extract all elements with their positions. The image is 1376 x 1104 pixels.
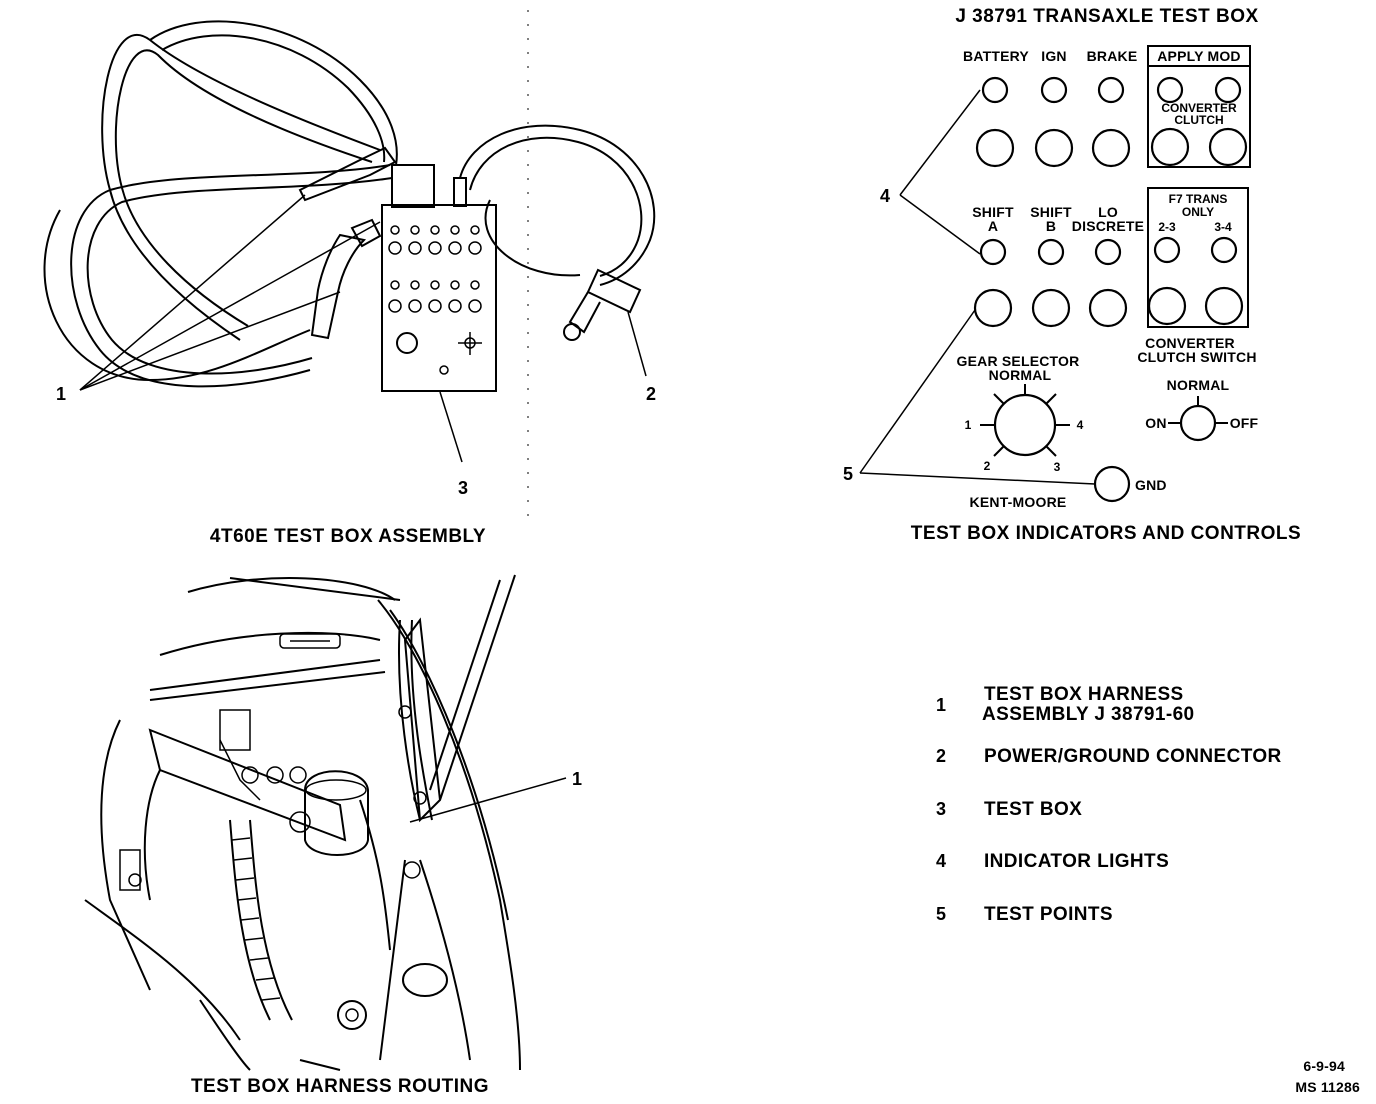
gear-position-1: 1 [965,418,972,432]
legend-num-1: 1 [936,695,946,715]
label-only: ONLY [1182,205,1214,219]
legend: 1 TEST BOX HARNESS ASSEMBLY J 38791-60 2… [936,684,1282,925]
label-apply-mod: APPLY MOD [1157,48,1241,64]
label-gnd: GND [1135,477,1167,493]
apply-mod-group-box [1147,45,1251,168]
indicator-ign [1040,76,1068,104]
legend-text-3: TEST BOX [984,799,1082,820]
indicator-lo-discrete [1094,238,1122,266]
legend-num-4: 4 [936,851,946,871]
indicator-mod [1214,76,1242,104]
converter-clutch-switch[interactable] [1168,396,1228,442]
assembly-callout-2: 2 [646,384,656,404]
label-brake: BRAKE [1087,48,1138,64]
indicator-apply [1156,76,1184,104]
label-shift-a-2: A [988,218,998,234]
indicator-shift-a [979,238,1007,266]
indicator-shift-b [1037,238,1065,266]
assembly-callout-1: 1 [56,384,66,404]
legend-text-4: INDICATOR LIGHTS [984,851,1169,872]
callout-leaders [859,89,1096,485]
label-shift-a-1: SHIFT [972,204,1014,220]
legend-num-5: 5 [936,904,946,924]
gear-position-4: 4 [1077,418,1084,432]
panel-callout-4: 4 [880,186,890,206]
test-point-lo-discrete [1088,288,1128,328]
f7-trans-group-box [1147,187,1249,328]
assembly-callout-3: 3 [458,478,468,498]
legend-text-1b: ASSEMBLY J 38791-60 [982,704,1195,725]
legend-text-5: TEST POINTS [984,904,1113,925]
test-point-2-3 [1147,286,1187,326]
gear-selector-knob[interactable] [980,384,1070,457]
label-ign: IGN [1041,48,1067,64]
footer-code: MS 11286 [1295,1079,1360,1095]
test-point-shift-a [973,288,1013,328]
routing-caption: TEST BOX HARNESS ROUTING [191,1076,489,1097]
test-point-converter-clutch-b [1208,127,1248,167]
label-gear-selector: GEAR SELECTOR [957,353,1080,369]
indicator-3-4 [1210,236,1238,264]
gear-position-3: 3 [1054,460,1061,474]
label-switch-normal: NORMAL [1167,377,1230,393]
indicator-battery [981,76,1009,104]
routing-callout-1: 1 [572,769,582,789]
test-point-shift-b [1031,288,1071,328]
label-discrete: DISCRETE [1072,218,1144,234]
label-conv-switch-1: CONVERTER [1145,335,1235,351]
indicator-lights-lower [973,236,1244,328]
label-kent-moore: KENT-MOORE [970,494,1067,510]
label-f7-trans: F7 TRANS [1169,192,1228,206]
indicator-2-3 [1153,236,1181,264]
box-indicator-lights [388,225,482,313]
indicator-brake [1097,76,1125,104]
test-point-brake [1091,128,1131,168]
footer-date: 6-9-94 [1303,1058,1345,1074]
label-battery: BATTERY [963,48,1029,64]
label-switch-on: ON [1145,415,1166,431]
label-2-3: 2-3 [1158,220,1176,234]
legend-text-2: POWER/GROUND CONNECTOR [984,746,1282,767]
label-lo: LO [1098,204,1118,220]
legend-num-3: 3 [936,799,946,819]
test-point-gnd [1093,465,1131,503]
label-switch-off: OFF [1230,415,1259,431]
assembly-caption: 4T60E TEST BOX ASSEMBLY [210,526,486,547]
test-point-converter-clutch-a [1150,127,1190,167]
panel-caption: TEST BOX INDICATORS AND CONTROLS [911,523,1301,544]
test-point-ign [1034,128,1074,168]
gear-position-2: 2 [984,459,991,473]
label-shift-b-1: SHIFT [1030,204,1072,220]
test-point-battery [975,128,1015,168]
label-clutch: CLUTCH [1174,113,1223,127]
label-shift-b-2: B [1046,218,1056,234]
label-converter: CONVERTER [1161,101,1237,115]
legend-text-1a: TEST BOX HARNESS [984,684,1184,705]
label-conv-switch-2: CLUTCH SWITCH [1137,349,1256,365]
test-box-assembly-illustration [43,10,656,520]
label-gear-normal: NORMAL [989,367,1052,383]
box-selector-knob [396,332,418,354]
panel-callout-5: 5 [843,464,853,484]
label-3-4: 3-4 [1214,220,1232,234]
legend-num-2: 2 [936,746,946,766]
panel-title: J 38791 TRANSAXLE TEST BOX [955,6,1258,27]
test-point-3-4 [1204,286,1244,326]
indicator-lights-upper [975,76,1248,168]
engine-bay-illustration [84,574,567,1071]
